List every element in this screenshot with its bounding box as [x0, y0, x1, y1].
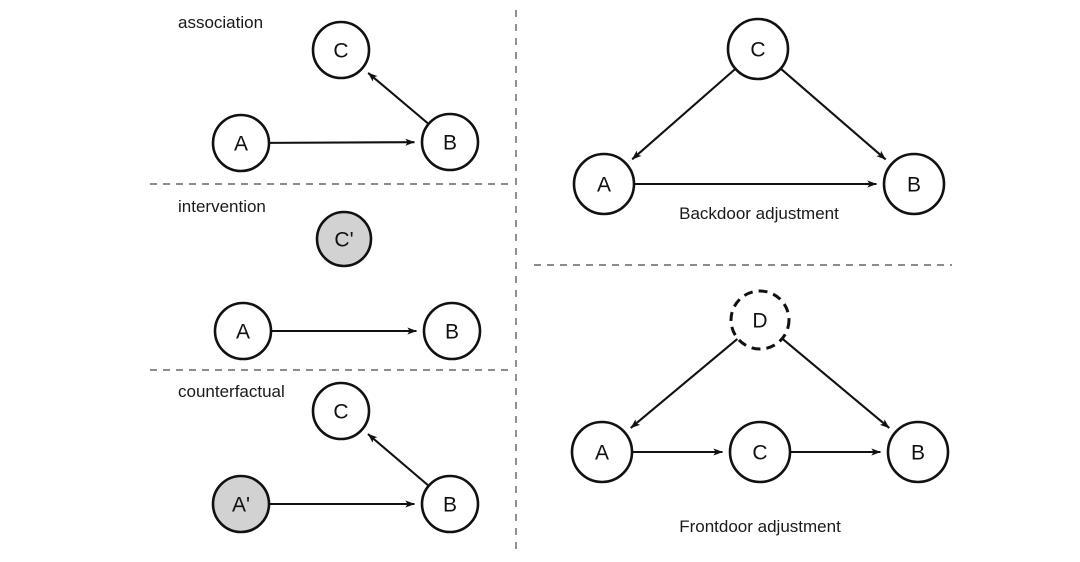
node-backdoor-A[interactable]: A	[572, 152, 636, 216]
node-circle-backdoor-A	[572, 152, 636, 216]
node-association-C[interactable]: C	[311, 20, 371, 80]
node-label-intervention-B: B	[445, 321, 459, 344]
panel-label-intervention: intervention	[178, 197, 266, 216]
node-label-backdoor-A: A	[597, 174, 611, 197]
panel-label-counterfactual: counterfactual	[178, 382, 285, 401]
node-frontdoor-B[interactable]: B	[886, 420, 950, 484]
node-layer: C A B C' A B C A' B C A B D A C B	[211, 17, 950, 534]
node-circle-backdoor-C	[726, 17, 790, 81]
node-circle-counterfactual-Ap	[211, 474, 271, 534]
node-circle-frontdoor-B	[886, 420, 950, 484]
node-association-B[interactable]: B	[420, 112, 480, 172]
node-label-backdoor-B: B	[907, 174, 921, 197]
edge-layer	[269, 68, 890, 508]
node-circle-frontdoor-C	[728, 420, 792, 484]
node-frontdoor-C[interactable]: C	[728, 420, 792, 484]
node-label-backdoor-C: C	[750, 39, 765, 62]
node-intervention-Cp[interactable]: C'	[315, 210, 373, 268]
edge-association-B-to-C	[367, 72, 429, 125]
edge-frontdoor-D-to-B	[781, 338, 890, 429]
node-intervention-B[interactable]: B	[422, 301, 482, 361]
panel-label-frontdoor: Frontdoor adjustment	[679, 517, 841, 536]
node-label-intervention-Cp: C'	[334, 229, 353, 252]
node-label-frontdoor-C: C	[752, 442, 767, 465]
edge-backdoor-C-to-A	[631, 68, 736, 161]
node-label-association-B: B	[443, 132, 457, 155]
node-label-counterfactual-Ap: A'	[232, 494, 250, 517]
node-circle-intervention-B	[422, 301, 482, 361]
node-association-A[interactable]: A	[211, 113, 271, 173]
node-circle-frontdoor-D	[729, 289, 791, 351]
node-label-intervention-A: A	[236, 321, 250, 344]
node-circle-intervention-A	[213, 301, 273, 361]
node-frontdoor-D[interactable]: D	[729, 289, 791, 351]
edge-frontdoor-D-to-A	[630, 338, 739, 429]
node-backdoor-C[interactable]: C	[726, 17, 790, 81]
node-counterfactual-Ap[interactable]: A'	[211, 474, 271, 534]
edge-backdoor-C-to-B	[780, 68, 887, 161]
node-label-counterfactual-B: B	[443, 494, 457, 517]
node-label-association-A: A	[234, 133, 248, 156]
node-label-frontdoor-B: B	[911, 442, 925, 465]
node-label-frontdoor-D: D	[752, 310, 767, 333]
node-backdoor-B[interactable]: B	[882, 152, 946, 216]
node-circle-counterfactual-C	[311, 381, 371, 441]
node-frontdoor-A[interactable]: A	[570, 420, 634, 484]
node-circle-association-B	[420, 112, 480, 172]
node-circle-counterfactual-B	[420, 474, 480, 534]
panel-label-backdoor: Backdoor adjustment	[679, 204, 839, 223]
node-label-frontdoor-A: A	[595, 442, 609, 465]
node-circle-association-A	[211, 113, 271, 173]
node-label-association-C: C	[333, 40, 348, 63]
panel-label-layer: association intervention counterfactual Bac…	[178, 13, 841, 536]
node-circle-association-C	[311, 20, 371, 80]
divider-layer	[150, 10, 952, 552]
panel-label-association: association	[178, 13, 263, 32]
node-intervention-A[interactable]: A	[213, 301, 273, 361]
node-counterfactual-C[interactable]: C	[311, 381, 371, 441]
edge-counterfactual-B-to-C	[367, 433, 430, 487]
node-label-counterfactual-C: C	[333, 401, 348, 424]
edge-association-A-to-B	[269, 138, 415, 146]
node-circle-intervention-Cp	[315, 210, 373, 268]
node-counterfactual-B[interactable]: B	[420, 474, 480, 534]
node-circle-frontdoor-A	[570, 420, 634, 484]
node-circle-backdoor-B	[882, 152, 946, 216]
